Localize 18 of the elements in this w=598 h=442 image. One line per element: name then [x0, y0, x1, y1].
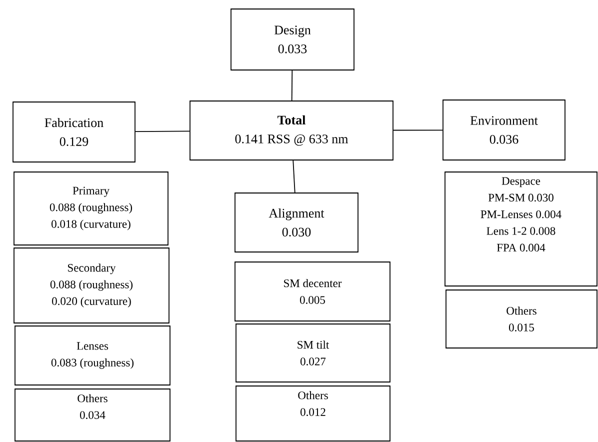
box: Fabrication 0.129	[12, 102, 136, 162]
connector	[393, 130, 443, 131]
connector	[291, 70, 293, 101]
box: Despace PM-SM 0.030 PM-Lenses 0.004 Lens 1-2 0.008 FPA 0.004	[444, 172, 598, 286]
box: Primary 0.088 (roughness) 0.018 (curvature)	[14, 172, 168, 246]
box: Total 0.141 RSS @ 633 nm	[190, 100, 394, 160]
box: SM tilt 0.027	[236, 324, 390, 382]
box: Alignment 0.030	[234, 192, 358, 252]
connector	[292, 160, 296, 193]
box: SM decenter 0.005	[234, 262, 390, 322]
box: Others 0.015	[446, 290, 598, 348]
box: Lenses 0.083 (roughness)	[14, 326, 170, 386]
box: Secondary 0.088 (roughness) 0.020 (curvature)	[14, 248, 170, 324]
box: Environment 0.036	[442, 100, 566, 160]
connector	[135, 130, 190, 132]
box: Others 0.034	[14, 388, 170, 442]
box: Design 0.033	[230, 8, 354, 70]
box: Others 0.012	[236, 386, 390, 442]
